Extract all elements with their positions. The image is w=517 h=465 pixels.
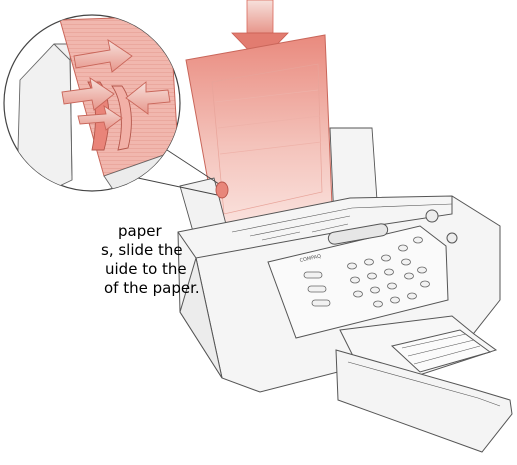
caption-line-4: of the paper. <box>0 279 230 298</box>
caption-line-2: s, slide the <box>0 241 230 260</box>
output-tray <box>336 316 512 452</box>
caption-line-3: uide to the <box>0 260 230 279</box>
zoom-detail <box>4 15 190 200</box>
instruction-caption: paper s, slide the uide to the of the pa… <box>0 222 230 298</box>
caption-line-1: paper <box>0 222 230 241</box>
